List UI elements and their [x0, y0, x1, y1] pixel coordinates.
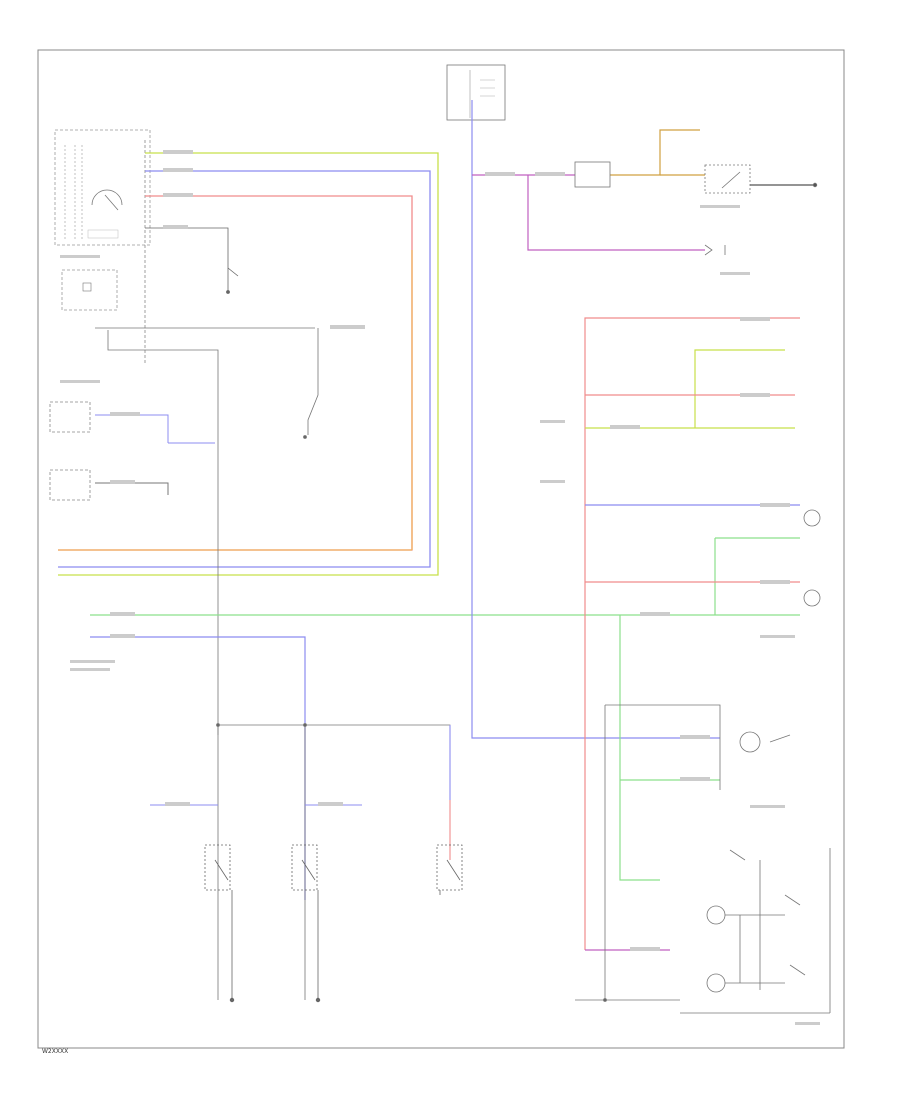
blue-drop-line — [90, 636, 306, 900]
right-lamp-harness — [584, 317, 800, 951]
footer-code: W2XXXX — [42, 1048, 68, 1055]
centre-blue-line — [471, 100, 720, 739]
module-ground-switch — [145, 227, 239, 294]
door-lock-wiring — [216, 723, 451, 1000]
label-blocks — [60, 150, 820, 1025]
door-switches — [204, 844, 463, 1003]
left-sensor-module — [49, 401, 91, 501]
diagram-frame — [37, 49, 845, 1049]
right-lamp-components — [575, 509, 831, 1014]
left-middle-wires — [95, 327, 319, 735]
trunk-lamp-components — [574, 161, 818, 256]
trunk-lamp-circuit — [472, 129, 815, 251]
power-distribution-box — [446, 64, 506, 121]
door-lock-signal-lines — [150, 725, 451, 860]
harness-loops — [58, 152, 439, 576]
keyless-entry-module — [54, 129, 151, 365]
